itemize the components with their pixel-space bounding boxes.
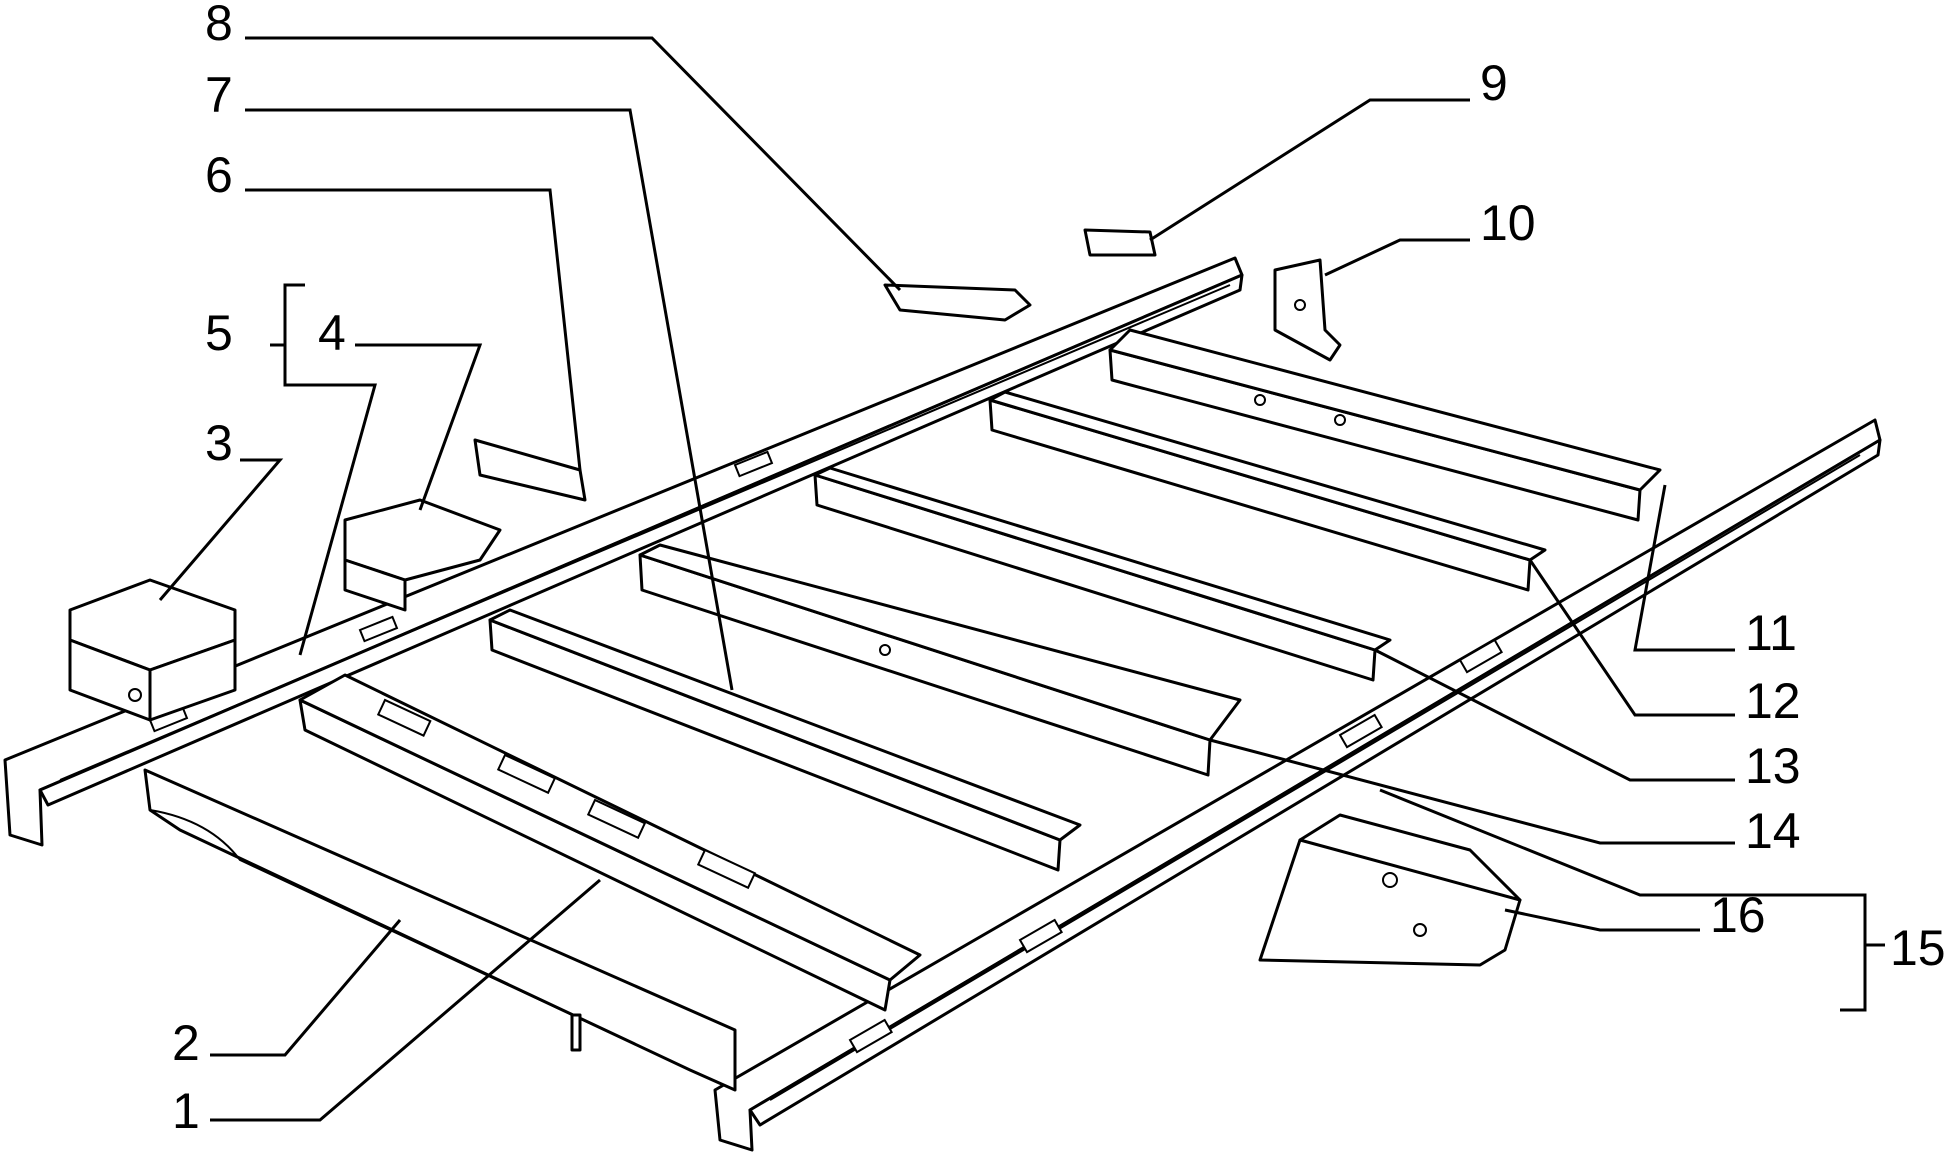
bracket-3 — [68, 578, 237, 722]
right-side-rail — [713, 418, 1882, 1152]
left-side-rail — [3, 256, 1244, 847]
callout-8: 8 — [205, 0, 233, 51]
leader-16 — [1504, 908, 1700, 932]
leader-11 — [1633, 484, 1735, 652]
leader-1 — [210, 878, 601, 1122]
callout-10: 10 — [1480, 195, 1536, 251]
bracket-15 — [1258, 813, 1522, 967]
callout-4: 4 — [318, 305, 346, 361]
leader-2 — [210, 919, 402, 1057]
leader-12 — [1528, 559, 1735, 717]
leader-15-link — [1379, 788, 1840, 897]
callout-7: 7 — [205, 67, 233, 123]
hanger-10 — [1273, 258, 1342, 362]
callout-1: 1 — [172, 1083, 200, 1139]
bracket-4 — [343, 498, 502, 612]
leader-5 — [270, 343, 377, 656]
leader-13 — [1374, 648, 1735, 782]
leader-15-bracket — [1840, 893, 1867, 1012]
callout-12: 12 — [1745, 673, 1801, 729]
callout-6: 6 — [205, 147, 233, 203]
cross-member-12 — [988, 390, 1547, 592]
leader-6 — [245, 188, 582, 471]
leader-9 — [1149, 98, 1470, 242]
callout-13: 13 — [1745, 738, 1801, 794]
callout-11: 11 — [1745, 605, 1797, 661]
cross-member-13 — [813, 466, 1392, 682]
callout-2: 2 — [172, 1015, 200, 1071]
cross-member-7 — [488, 608, 1082, 872]
cross-member-14 — [638, 543, 1242, 777]
callout-3: 3 — [205, 415, 233, 471]
leader-10 — [1324, 238, 1470, 277]
support-8 — [883, 283, 1032, 322]
leader-3 — [158, 458, 284, 601]
callout-15: 15 — [1890, 920, 1946, 976]
callout-5: 5 — [205, 305, 233, 361]
leader-4 — [355, 343, 483, 511]
callout-16: 16 — [1710, 887, 1766, 943]
cross-member-1 — [298, 673, 922, 1012]
leader-5-bracket — [283, 283, 305, 345]
support-9 — [1083, 228, 1157, 257]
leader-14 — [1209, 738, 1735, 845]
leader-lines — [158, 36, 1885, 1122]
rear-cross-member-2 — [143, 768, 737, 1092]
callout-numbers: 8 7 6 5 4 3 9 10 11 12 13 14 16 15 2 1 — [172, 0, 1946, 1139]
gusset-6 — [473, 438, 587, 502]
callout-9: 9 — [1480, 55, 1508, 111]
callout-14: 14 — [1745, 803, 1801, 859]
cross-member-11 — [1108, 328, 1662, 522]
leader-8 — [245, 36, 902, 292]
leader-7 — [245, 108, 734, 691]
